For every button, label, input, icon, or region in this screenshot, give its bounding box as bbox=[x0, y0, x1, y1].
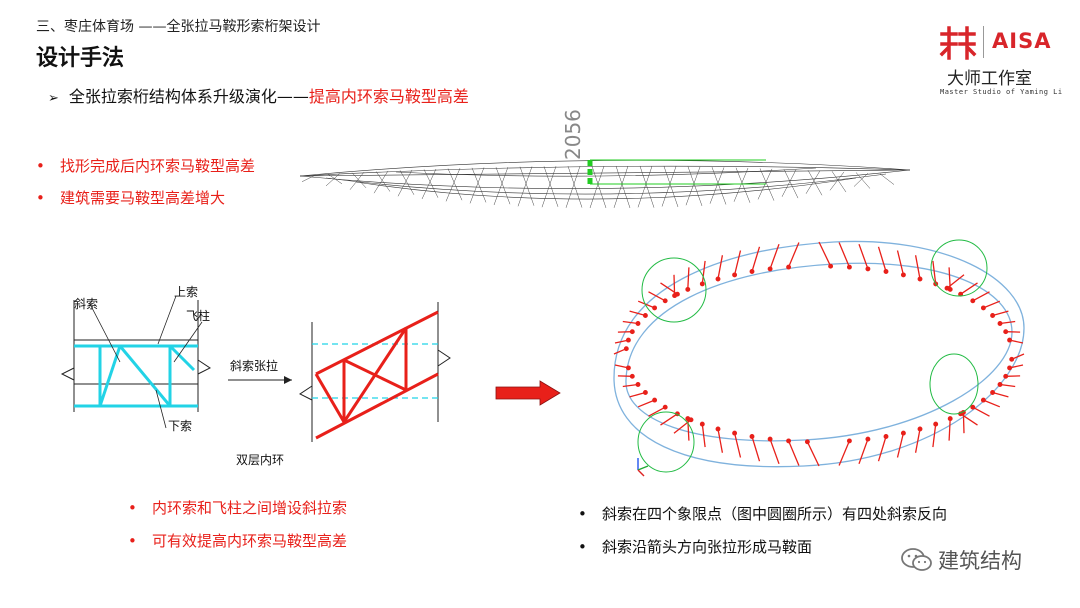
label-flying-column: 飞柱 bbox=[186, 308, 210, 323]
label-upper-cable: 上索 bbox=[174, 285, 198, 299]
page-title: 设计手法 bbox=[36, 45, 125, 71]
subtitle: ➢ 全张拉索桁结构体系升级演化——提高内环索马鞍型高差 bbox=[48, 83, 469, 107]
cable-tension-diagram: 斜索 上索 飞柱 下索 斜索张拉 双层内环 bbox=[60, 285, 451, 467]
subtitle-highlight: 提高内环索马鞍型高差 bbox=[308, 87, 469, 106]
studio-logo-icon bbox=[939, 26, 977, 60]
logo-brand: AISA bbox=[992, 29, 1052, 53]
logo-divider bbox=[983, 26, 984, 58]
left-bullet-2: •可有效提高内环索马鞍型高差 bbox=[128, 532, 348, 550]
label-lower-cable: 下索 bbox=[168, 419, 192, 433]
right-bullet-1: •斜索在四个象限点（图中圆圈所示）有四处斜索反向 bbox=[578, 505, 948, 523]
saddle-ring-model bbox=[613, 239, 1025, 477]
studio-name: 大师工作室 bbox=[947, 69, 1032, 89]
label-double-ring: 双层内环 bbox=[236, 453, 284, 467]
label-tensioning: 斜索张拉 bbox=[230, 358, 278, 373]
subtitle-prefix: 全张拉索桁结构体系升级演化—— bbox=[68, 87, 309, 106]
section-title: 三、枣庄体育场 ——全张拉马鞍形索桁架设计 bbox=[36, 19, 321, 35]
wechat-icon bbox=[901, 548, 932, 571]
watermark-text: 建筑结构 bbox=[938, 549, 1022, 573]
left-bullet-1: •内环索和飞柱之间增设斜拉索 bbox=[128, 499, 348, 517]
top-bullet-2: •建筑需要马鞍型高差增大 bbox=[36, 189, 226, 207]
right-bullet-2: •斜索沿箭头方向张拉形成马鞍面 bbox=[578, 538, 813, 556]
dimension-label: 2056 bbox=[561, 109, 585, 160]
studio-english-name: Master Studio of Yaming Li bbox=[940, 88, 1063, 96]
result-arrow-icon bbox=[495, 380, 561, 406]
label-diagonal-cable: 斜索 bbox=[74, 297, 98, 311]
subtitle-bullet: ➢ bbox=[48, 91, 59, 106]
saddle-truss-elevation: 2056 bbox=[299, 109, 911, 209]
top-bullet-1: •找形完成后内环索马鞍型高差 bbox=[36, 157, 256, 175]
